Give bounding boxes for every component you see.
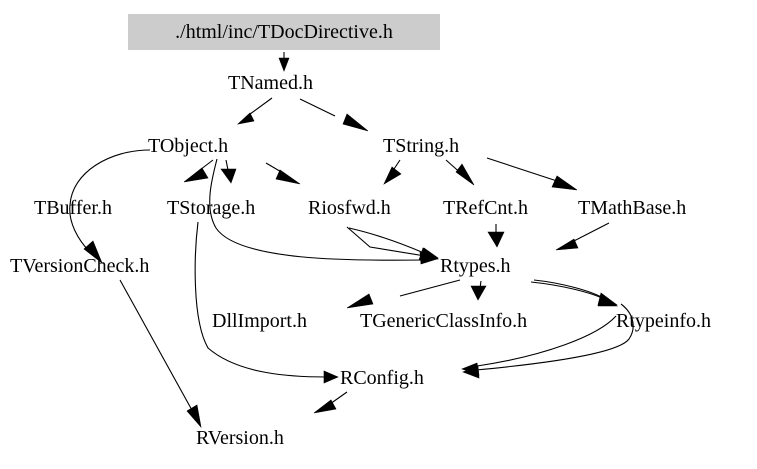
graph-edge-riosfwd-to-rtypes xyxy=(348,227,439,261)
arrow-head-icon xyxy=(461,362,480,376)
graph-node-rversion[interactable]: RVersion.h xyxy=(196,427,313,451)
graph-edge-tobject-to-tbuffer xyxy=(183,159,214,183)
graph-node-label: Rtypeinfo.h xyxy=(616,310,711,332)
arrow-head-icon xyxy=(186,404,202,429)
graph-edge-rconfig-to-rversion xyxy=(313,391,348,414)
arrow-head-icon xyxy=(418,247,439,261)
graph-edge-root-to-tnamed xyxy=(278,52,290,72)
graph-edge-tnamed-to-tstring xyxy=(299,98,369,132)
arrow-head-icon xyxy=(346,293,374,309)
graph-edge-tversioncheck-to-rversion xyxy=(119,279,202,429)
graph-node-tstorage[interactable]: TStorage.h xyxy=(167,197,290,221)
arrow-head-icon xyxy=(470,285,487,301)
graph-node-label: TGenericClassInfo.h xyxy=(360,310,528,332)
graph-edge-tmathbase-to-rtypes xyxy=(555,222,610,251)
graph-node-riosfwd[interactable]: Riosfwd.h xyxy=(308,197,418,221)
arrow-head-icon xyxy=(83,240,103,264)
graph-node-tgenericclassinfo[interactable]: TGenericClassInfo.h xyxy=(360,310,589,334)
arrow-head-icon xyxy=(555,238,579,251)
graph-edge-tobject-to-riosfwd xyxy=(265,162,301,185)
graph-node-tbuffer[interactable]: TBuffer.h xyxy=(34,197,140,221)
graph-node-label: TVersionCheck.h xyxy=(10,255,150,277)
graph-node-label: Rtypes.h xyxy=(440,255,511,277)
graph-edge-rtypeinfo-to-rconfig xyxy=(461,315,617,376)
arrow-head-icon xyxy=(275,169,301,185)
arrow-head-icon xyxy=(278,57,290,72)
arrow-head-icon xyxy=(487,231,505,248)
graph-edge-tstring-to-trefcnt xyxy=(445,159,475,186)
arrow-head-icon xyxy=(597,293,618,307)
arrow-head-icon xyxy=(383,166,402,185)
arrow-head-icon xyxy=(551,175,578,191)
graph-node-tversioncheck[interactable]: TVersionCheck.h xyxy=(10,255,204,279)
graph-edge-tobject-to-tversioncheck xyxy=(69,149,151,264)
arrow-head-icon xyxy=(220,168,237,184)
graph-node-label: TNamed.h xyxy=(228,72,313,94)
arrow-head-icon xyxy=(455,163,475,186)
graph-node-tnamed[interactable]: TNamed.h xyxy=(228,72,341,96)
arrow-head-icon xyxy=(342,113,369,132)
graph-node-label: Riosfwd.h xyxy=(308,197,391,219)
graph-node-label: DllImport.h xyxy=(212,310,307,332)
graph-node-label: TRefCnt.h xyxy=(443,197,528,219)
graph-node-dllimport[interactable]: DllImport.h xyxy=(212,310,338,334)
graph-node-label: TString.h xyxy=(383,135,460,157)
graph-edge-tobject-to-tstorage xyxy=(220,159,237,184)
graph-node-root[interactable]: ./html/inc/TDocDirective.h xyxy=(128,14,440,50)
graph-edge-tstorage-to-rconfig xyxy=(194,221,339,384)
graph-node-label: ./html/inc/TDocDirective.h xyxy=(175,21,393,43)
graph-node-rtypes[interactable]: Rtypes.h xyxy=(440,255,538,279)
graph-edge-tstring-to-tmathbase xyxy=(486,157,578,191)
graph-node-tstring[interactable]: TString.h xyxy=(383,135,488,159)
graph-edge-tstring-to-riosfwd xyxy=(383,159,402,185)
graph-node-label: TMathBase.h xyxy=(578,197,687,219)
graph-edge-trefcnt-to-rtypes xyxy=(487,224,505,248)
arrow-head-icon xyxy=(237,112,255,125)
graph-node-tmathbase[interactable]: TMathBase.h xyxy=(578,197,726,221)
graph-edge-tnamed-to-tobject xyxy=(237,97,273,125)
graph-node-trefcnt[interactable]: TRefCnt.h xyxy=(443,197,554,221)
graph-node-label: TBuffer.h xyxy=(34,197,112,219)
arrow-head-icon xyxy=(323,370,339,384)
graph-edge-rtypes-to-rtypeinfo xyxy=(533,279,618,307)
graph-node-rconfig[interactable]: RConfig.h xyxy=(340,367,455,391)
graph-edge-rtypes-to-tgenericclassinfo xyxy=(470,280,487,301)
graph-node-rtypeinfo[interactable]: Rtypeinfo.h xyxy=(616,310,740,334)
graph-node-tobject[interactable]: TObject.h xyxy=(148,135,262,159)
arrow-head-icon xyxy=(183,167,209,183)
graph-node-label: RVersion.h xyxy=(196,427,284,449)
graph-node-label: TObject.h xyxy=(148,135,229,157)
graph-edge-rtypes-to-dllimport xyxy=(346,279,461,309)
graph-node-label: RConfig.h xyxy=(340,367,424,389)
graph-node-label: TStorage.h xyxy=(167,197,256,219)
arrow-head-icon xyxy=(313,399,337,414)
